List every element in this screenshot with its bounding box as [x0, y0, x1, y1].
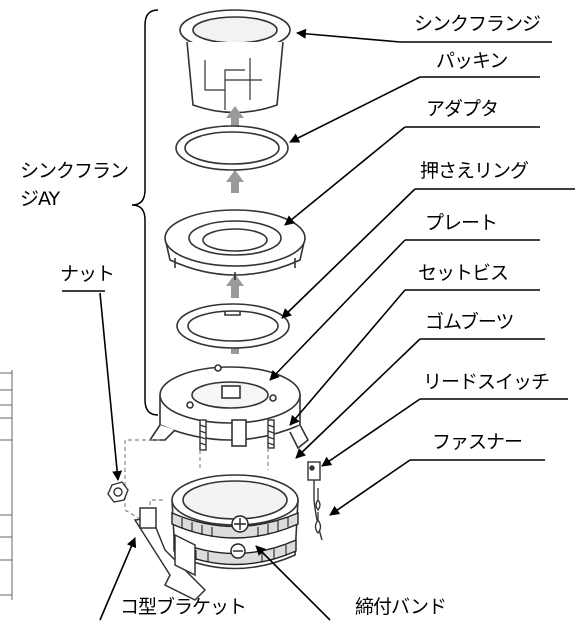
label-rubber-boot: ゴムブーツ	[425, 311, 514, 333]
label-retaining-ring: 押さえリング	[420, 160, 529, 182]
label-sink-flange: シンクフランジ	[414, 13, 541, 35]
sink-flange-assembly-label: シンクフラン ジAY	[20, 158, 129, 213]
assembly-label-line2: ジAY	[20, 187, 60, 210]
sink-flange-part	[179, 9, 291, 114]
label-u-bracket: コ型ブラケット	[120, 596, 247, 618]
retaining-ring-part	[164, 209, 306, 280]
label-adapter: アダプタ	[426, 98, 499, 120]
assembly-guide-lines	[124, 439, 269, 527]
nut-part	[107, 481, 129, 503]
label-fastener: ファスナー	[432, 431, 523, 453]
label-nut: ナット	[60, 263, 115, 285]
assembly-brace	[131, 9, 159, 416]
label-reed-switch: リードスイッチ	[423, 371, 550, 393]
label-packing: パッキン	[436, 50, 508, 72]
left-edge-table-fragment	[0, 370, 13, 600]
adapter-part	[176, 303, 290, 349]
label-set-screw: セットビス	[418, 262, 509, 284]
leader-lines	[62, 28, 575, 621]
plate-part	[148, 364, 310, 450]
label-clamp-band: 締付バンド	[355, 596, 447, 618]
clamp-band-parts	[171, 511, 299, 566]
packing-ring-part	[175, 125, 289, 171]
u-bracket-part	[133, 507, 207, 601]
fastener-part	[314, 488, 322, 535]
assembly-label-line1: シンクフラン	[20, 160, 129, 182]
label-plate: プレート	[425, 212, 498, 234]
set-screw-parts	[199, 419, 275, 451]
